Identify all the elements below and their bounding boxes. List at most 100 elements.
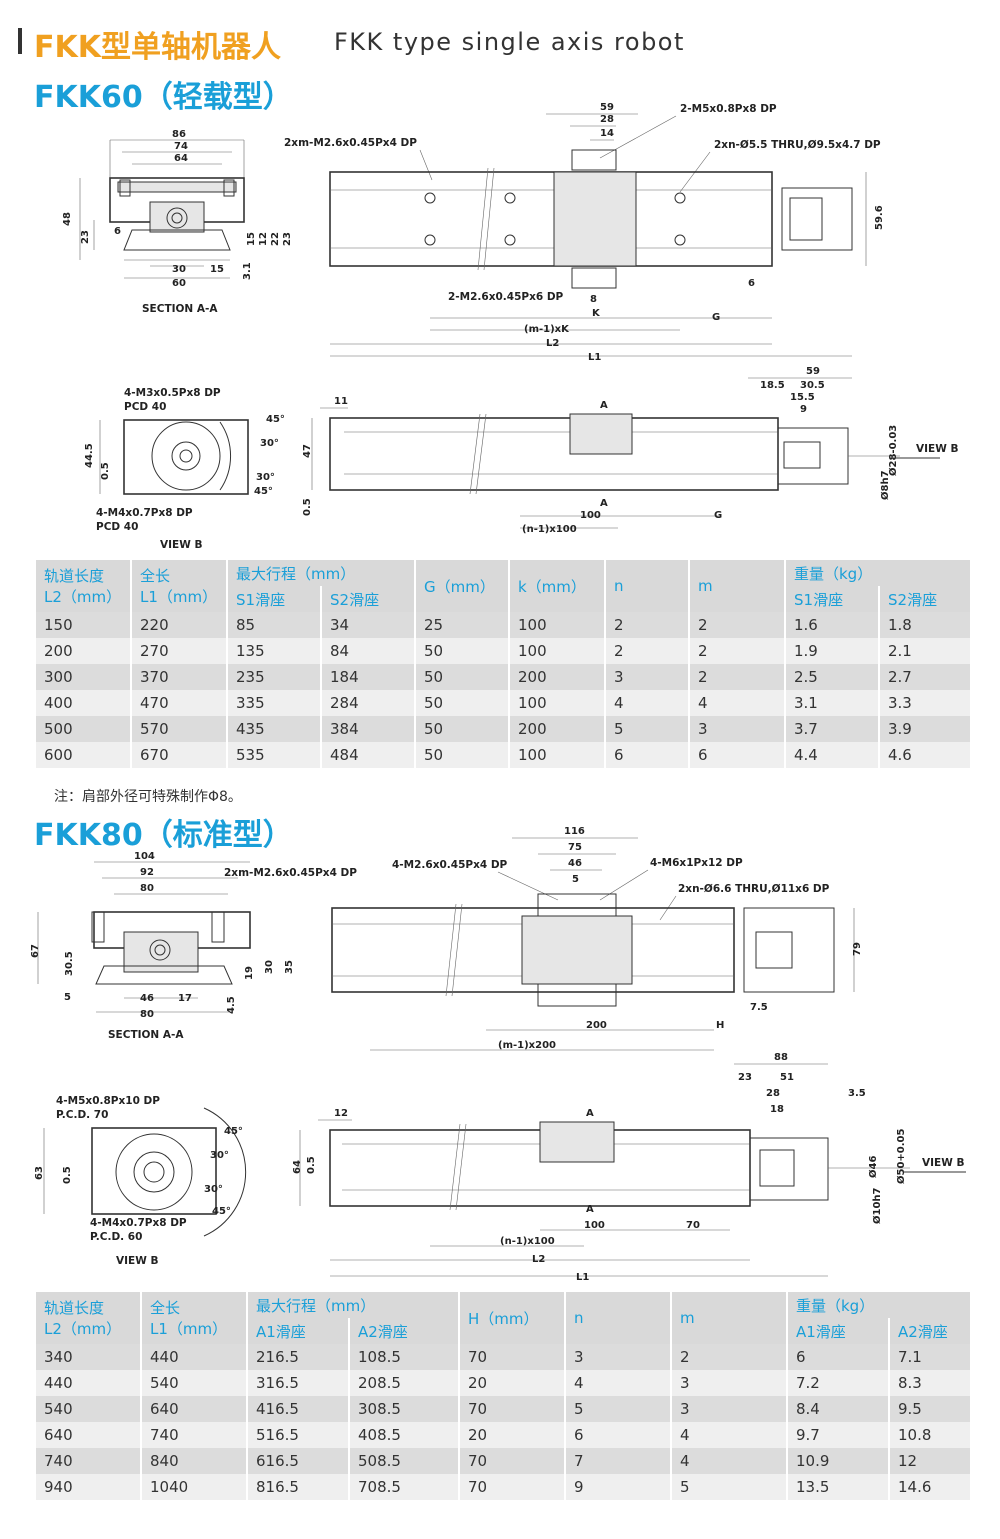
svg-text:3.1: 3.1 <box>242 262 253 280</box>
table-cell: 9.7 <box>786 1422 889 1448</box>
svg-text:P.C.D. 70: P.C.D. 70 <box>56 1109 108 1121</box>
header-title-cn: FKK型单轴机器人 <box>34 30 281 65</box>
svg-text:23: 23 <box>282 232 293 246</box>
svg-text:6: 6 <box>114 226 121 237</box>
fkk80-section-drawing: 104 92 80 67 30.5 5 46 17 80 4.5 19 30 3… <box>30 851 295 1041</box>
table-cell: 20 <box>458 1370 565 1396</box>
fkk60-note: 注：肩部外径可特殊制作Φ8。 <box>54 789 242 805</box>
svg-text:P.C.D. 60: P.C.D. 60 <box>90 1231 142 1243</box>
svg-text:Ø10h7: Ø10h7 <box>871 1187 883 1224</box>
svg-text:100: 100 <box>580 510 601 521</box>
svg-text:47: 47 <box>302 444 313 458</box>
table-cell: 200 <box>36 638 131 664</box>
fkk80-side-drawing: 88 23 51 28 18 3.5 12 A A 64 0.5 100 70 … <box>292 1052 966 1283</box>
table-cell: 208.5 <box>348 1370 459 1396</box>
table-cell: 7 <box>564 1448 671 1474</box>
svg-text:K: K <box>592 308 601 319</box>
svg-text:PCD 40: PCD 40 <box>124 401 166 413</box>
fkk60-th-n: n <box>604 560 689 612</box>
svg-text:18: 18 <box>770 1104 784 1115</box>
header-bar <box>18 28 22 54</box>
svg-text:5: 5 <box>64 992 71 1003</box>
table-cell: 3.3 <box>878 690 970 716</box>
svg-text:104: 104 <box>134 851 155 862</box>
table-cell: 200 <box>508 664 605 690</box>
svg-text:2-M2.6x0.45Px6 DP: 2-M2.6x0.45Px6 DP <box>448 291 564 303</box>
fkk80-th-stroke: 最大行程（mm） <box>246 1292 459 1318</box>
table-cell: 516.5 <box>246 1422 349 1448</box>
svg-text:30: 30 <box>264 960 275 974</box>
svg-text:L2: L2 <box>546 338 559 349</box>
table-cell: 220 <box>130 612 227 638</box>
svg-text:2xm-M2.6x0.45Px4 DP: 2xm-M2.6x0.45Px4 DP <box>224 867 357 879</box>
table-cell: 25 <box>414 612 509 638</box>
table-cell: 384 <box>320 716 415 742</box>
fkk60-th-w2: S2滑座 <box>878 586 970 612</box>
svg-text:23: 23 <box>80 230 91 244</box>
table-cell: 100 <box>508 742 605 768</box>
table-cell: 4 <box>670 1422 787 1448</box>
table-cell: 2 <box>688 612 785 638</box>
table-cell: 70 <box>458 1396 565 1422</box>
svg-text:A: A <box>600 400 608 411</box>
table-cell: 740 <box>140 1422 247 1448</box>
svg-text:30.5: 30.5 <box>64 951 75 976</box>
svg-text:60: 60 <box>172 278 186 289</box>
table-cell: 184 <box>320 664 415 690</box>
table-cell: 7.2 <box>786 1370 889 1396</box>
svg-text:2xm-M2.6x0.45Px4 DP: 2xm-M2.6x0.45Px4 DP <box>284 137 417 149</box>
svg-text:45°: 45° <box>224 1126 243 1137</box>
table-cell: 284 <box>320 690 415 716</box>
table-cell: 440 <box>36 1370 141 1396</box>
table-cell: 708.5 <box>348 1474 459 1500</box>
svg-text:59: 59 <box>806 366 820 377</box>
table-cell: 570 <box>130 716 227 742</box>
svg-text:VIEW B: VIEW B <box>160 539 202 551</box>
fkk60-th-weight: 重量（kg） <box>784 560 970 586</box>
svg-text:74: 74 <box>174 141 188 152</box>
table-cell: 435 <box>226 716 321 742</box>
svg-text:80: 80 <box>140 1009 154 1020</box>
svg-text:79: 79 <box>852 942 863 956</box>
table-cell: 9.5 <box>888 1396 970 1422</box>
svg-text:0.5: 0.5 <box>100 462 111 480</box>
svg-text:H: H <box>716 1020 724 1031</box>
svg-text:PCD 40: PCD 40 <box>96 521 138 533</box>
svg-text:0.5: 0.5 <box>302 498 313 516</box>
table-cell: 508.5 <box>348 1448 459 1474</box>
table-cell: 1.9 <box>784 638 879 664</box>
table-cell: 8.3 <box>888 1370 970 1396</box>
svg-text:88: 88 <box>774 1052 788 1063</box>
table-cell: 2.7 <box>878 664 970 690</box>
table-cell: 5 <box>670 1474 787 1500</box>
table-cell: 540 <box>140 1370 247 1396</box>
fkk80-title: FKK80（标准型） <box>34 818 293 853</box>
table-cell: 600 <box>36 742 131 768</box>
svg-text:2xn-Ø5.5 THRU,Ø9.5x4.7 DP: 2xn-Ø5.5 THRU,Ø9.5x4.7 DP <box>714 139 881 151</box>
svg-text:VIEW B: VIEW B <box>116 1255 158 1267</box>
svg-text:12: 12 <box>258 232 269 246</box>
table-cell: 5 <box>564 1396 671 1422</box>
svg-text:45°: 45° <box>254 486 273 497</box>
table-cell: 13.5 <box>786 1474 889 1500</box>
header-title-en: FKK type single axis robot <box>334 28 685 56</box>
svg-text:92: 92 <box>140 867 154 878</box>
svg-text:80: 80 <box>140 883 154 894</box>
table-cell: 6 <box>786 1344 889 1370</box>
table-cell: 235 <box>226 664 321 690</box>
table-cell: 2 <box>670 1344 787 1370</box>
svg-text:Ø50+0.05: Ø50+0.05 <box>895 1128 907 1184</box>
svg-text:4-M4x0.7Px8 DP: 4-M4x0.7Px8 DP <box>90 1217 187 1229</box>
table-cell: 50 <box>414 690 509 716</box>
table-cell: 1.8 <box>878 612 970 638</box>
